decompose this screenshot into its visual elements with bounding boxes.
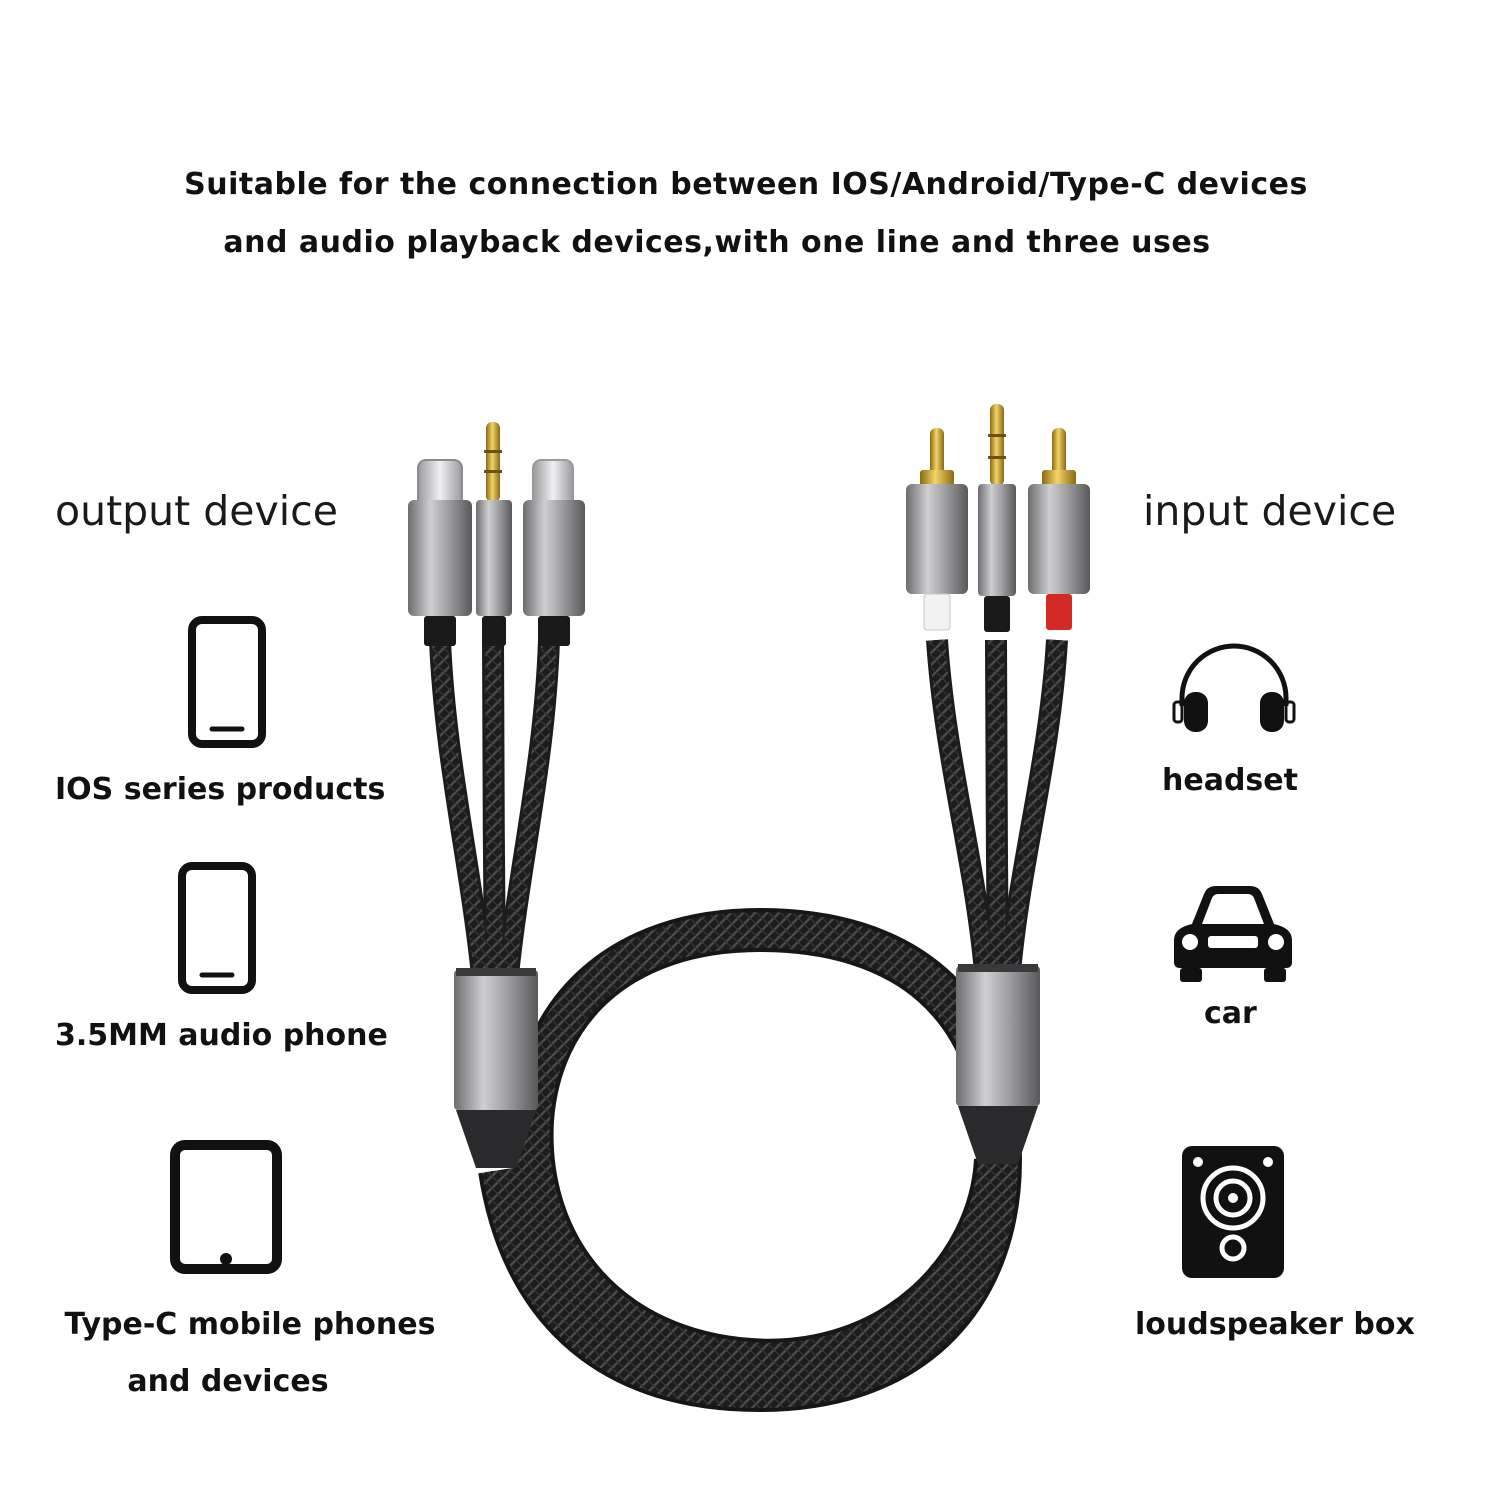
output-device-title: output device xyxy=(55,487,338,535)
smartphone-icon xyxy=(188,616,266,748)
speaker-icon xyxy=(1182,1146,1284,1278)
left-splitter xyxy=(454,968,538,1168)
car-label: car xyxy=(1204,996,1257,1031)
headline-line-1: Suitable for the connection between IOS/… xyxy=(184,167,1308,202)
type-c-plug xyxy=(408,459,472,646)
car-icon xyxy=(1174,886,1292,982)
rca-plug-red xyxy=(1028,428,1090,630)
right-splitter xyxy=(956,964,1040,1164)
input-device-title: input device xyxy=(1143,487,1397,535)
3.5mm-jack-plug xyxy=(978,404,1016,632)
smartphone-icon xyxy=(178,862,256,994)
3.5mm-jack-plug xyxy=(476,422,512,646)
rca-plug-white xyxy=(906,428,968,631)
loudspeaker-box-label: loudspeaker box xyxy=(1135,1307,1415,1342)
ios-products-label: IOS series products xyxy=(55,772,386,807)
type-c-devices-label-line-2: and devices xyxy=(127,1364,329,1399)
type-c-devices-label: Type-C mobile phones and devices xyxy=(40,1296,460,1410)
audio-phone-label: 3.5MM audio phone xyxy=(55,1018,388,1053)
headline-line-2: and audio playback devices,with one line… xyxy=(223,225,1211,260)
headset-label: headset xyxy=(1162,763,1298,798)
headphones-icon xyxy=(1172,643,1296,732)
tablet-icon xyxy=(170,1140,282,1274)
lightning-plug xyxy=(523,459,585,646)
headline: Suitable for the connection between IOS/… xyxy=(0,156,1500,272)
type-c-devices-label-line-1: Type-C mobile phones xyxy=(64,1307,436,1342)
